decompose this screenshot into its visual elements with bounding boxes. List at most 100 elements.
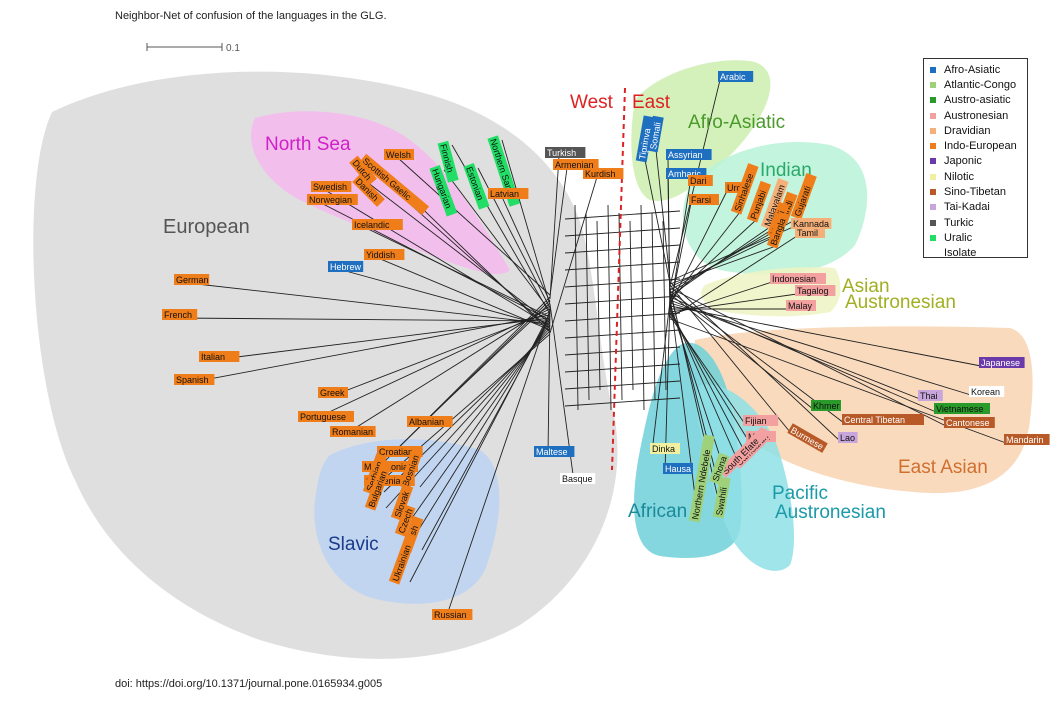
network-edge-leaf-19 (212, 317, 551, 361)
language-tag-bg (318, 387, 348, 398)
language-label: Tamil (795, 227, 825, 238)
language-tag-bg (1004, 434, 1050, 445)
language-name: Cantonese (946, 418, 990, 428)
west-east-divider (611, 87, 626, 471)
language-label: Yiddish (364, 249, 405, 260)
network-edge-12 (564, 261, 681, 271)
language-label: German (174, 274, 210, 285)
legend-item: Isolate (930, 246, 1021, 261)
region-afro-asiatic (631, 60, 771, 201)
legend-swatch (930, 143, 936, 150)
legend-item: Austro-asiatic (930, 93, 1021, 108)
language-tag-bg (838, 432, 858, 443)
network-edge-leaf-16 (341, 269, 551, 328)
language-tag-bg (666, 168, 707, 179)
language-name: Spanish (176, 375, 209, 385)
legend-item: Atlantic-Congo (930, 77, 1021, 92)
network-edge-15 (564, 312, 681, 322)
language-label: Tagalog (795, 285, 836, 296)
language-name: Hausa (665, 464, 691, 474)
language-tag-bg (918, 390, 943, 401)
legend-label: Tai-Kadai (944, 201, 990, 214)
legend-swatch (930, 81, 936, 88)
language-label: Swedish (311, 181, 352, 192)
language-name: Italian (201, 352, 225, 362)
language-label: Urdu (725, 182, 750, 193)
language-tag-bg (795, 227, 825, 238)
language-tag-bg (364, 249, 405, 260)
language-tag-bg (712, 476, 731, 519)
legend-label: Austro-asiatic (944, 94, 1011, 107)
legend-swatch (930, 173, 936, 180)
language-label: Assyrian (666, 149, 712, 160)
language-tag-bg (787, 423, 828, 453)
language-tag-bg (394, 504, 416, 537)
language-label: Indonesian (770, 273, 826, 284)
language-name: Dinka (652, 444, 675, 454)
language-tag-bg (359, 153, 430, 215)
language-tag-bg (663, 463, 693, 474)
network-edge-leaf-62 (669, 293, 814, 410)
language-name: Romanian (332, 427, 373, 437)
network-edge-leaf-8 (443, 169, 551, 312)
language-name: Tagalog (797, 286, 829, 296)
language-tag-bg (730, 163, 759, 215)
language-name: Maltese (536, 447, 568, 457)
legend-label: Japonic (944, 155, 982, 168)
language-name: Norwegian (309, 195, 352, 205)
language-tag-bg (377, 446, 423, 457)
legend-label: Austronesian (944, 109, 1009, 122)
network-edge-leaf-0 (397, 157, 551, 296)
language-name: Fijian (745, 416, 767, 426)
network-edge-leaf-75 (669, 294, 699, 521)
network-edge-leaf-54 (669, 235, 798, 319)
legend-label: Sino-Tibetan (944, 186, 1006, 199)
language-tag-bg (407, 416, 453, 427)
legend-item: Indo-European (930, 138, 1021, 153)
language-name: Swedish (313, 182, 347, 192)
language-label: Romanian (330, 426, 376, 437)
network-edge-2 (596, 220, 601, 391)
language-tag-bg (791, 218, 832, 229)
language-label: Farsi (689, 194, 719, 205)
language-label: Dari (688, 175, 713, 186)
network-edge-3 (607, 204, 612, 411)
language-tag-bg (328, 261, 364, 272)
legend-swatch (930, 66, 936, 73)
language-name: Amharic (668, 169, 702, 179)
language-tag-bg (488, 188, 529, 199)
legend-item: Tai-Kadai (930, 200, 1021, 215)
network-edge-leaf-46 (669, 211, 741, 303)
language-tag-bg (388, 533, 417, 585)
language-name: Korean (971, 387, 1000, 397)
figure-title: Neighbor-Net of confusion of the languag… (115, 10, 387, 22)
language-tag-bg (583, 168, 624, 179)
language-tag-bg (199, 351, 240, 362)
network-edge-leaf-52 (669, 245, 777, 285)
language-tag-bg (842, 414, 924, 425)
language-label: Basque (560, 473, 596, 484)
language-tag-bg (646, 115, 664, 153)
group-label-european: European (163, 216, 250, 238)
legend-swatch (930, 234, 936, 241)
east-label: East (632, 92, 671, 113)
language-name: Basque (562, 474, 593, 484)
legend-label: Nilotic (944, 170, 974, 183)
language-tag-bg (650, 443, 680, 454)
language-label: Thai (918, 390, 943, 401)
language-tag-bg (349, 155, 377, 186)
language-name: Indonesian (772, 274, 816, 284)
legend-swatch (930, 158, 936, 165)
legend-swatch (930, 204, 936, 211)
language-label: Central Tibetan (842, 414, 924, 425)
group-label-east-asian: East Asian (898, 457, 988, 478)
language-label: Icelandic (352, 219, 403, 230)
language-name: Japanese (981, 358, 1020, 368)
language-label: Maltese (534, 446, 575, 457)
language-tag-bg (307, 194, 358, 205)
language-name: Khmer (813, 401, 840, 411)
network-edge-13 (564, 278, 681, 288)
language-label: Armenian (553, 159, 599, 170)
group-label-asian-austronesian-1: Asian (842, 276, 890, 297)
